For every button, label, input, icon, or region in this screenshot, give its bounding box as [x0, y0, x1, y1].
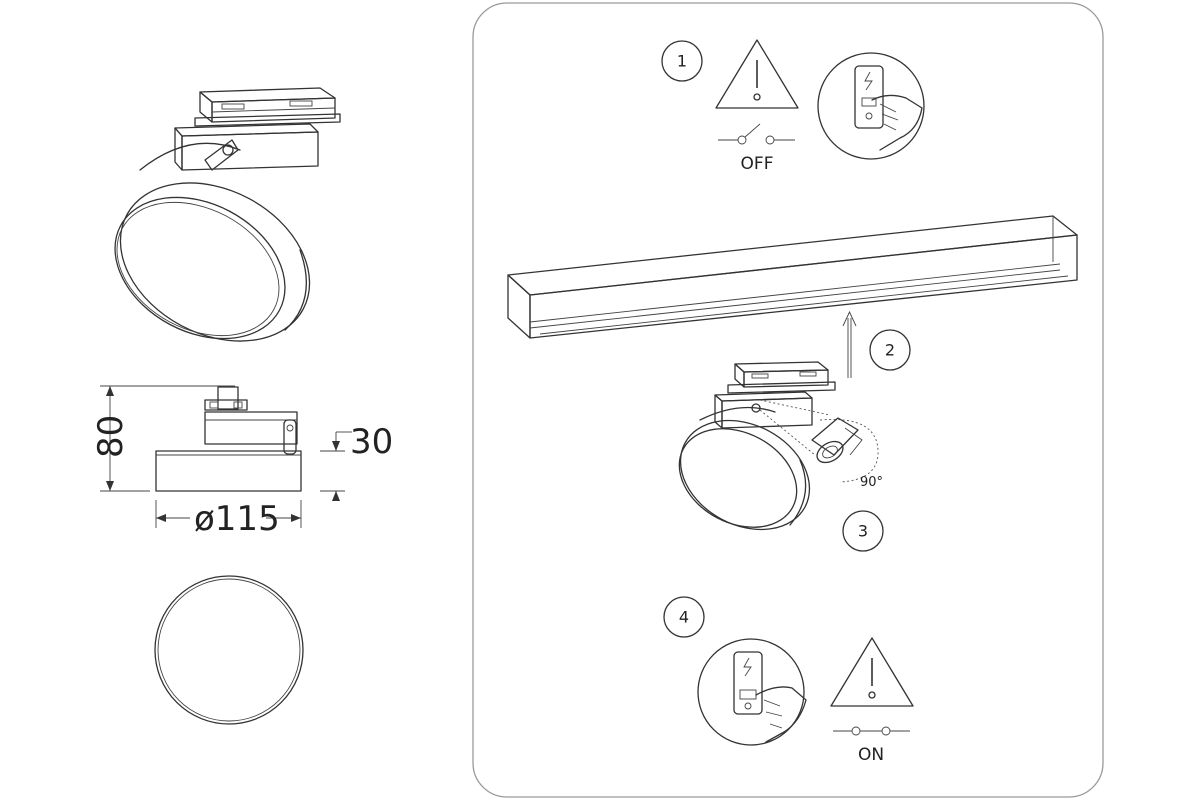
step-3-number: 3 [858, 522, 868, 541]
switch-on-icon [833, 726, 910, 736]
step-3-angle-label: 90° [860, 475, 883, 490]
step-2-number: 2 [885, 341, 895, 360]
arrow-up-icon [842, 310, 857, 378]
product-side-view: 80 30 ø115 [91, 385, 393, 539]
step-3-badge [842, 510, 884, 552]
step-2-badge [869, 329, 911, 371]
step-3-group: 90° 3 [678, 361, 884, 552]
height-dimension-label: 80 [91, 415, 131, 458]
step-2-group: 2 [842, 310, 911, 378]
step-1-badge [661, 40, 703, 82]
product-front-view [154, 575, 304, 725]
rotate-lock-detail [811, 417, 863, 464]
switch-off-icon [718, 123, 795, 145]
step-4-switch-label: ON [858, 745, 884, 765]
lightning-icon [864, 71, 873, 91]
lightning-icon [743, 657, 752, 677]
step-1-switch-label: OFF [741, 154, 774, 174]
step-1-number: 1 [677, 52, 687, 71]
track-rail [507, 215, 1078, 339]
step-4-number: 4 [679, 608, 689, 627]
warning-icon [830, 637, 914, 707]
instruction-panel [472, 2, 1104, 798]
product-isometric-view [114, 87, 341, 342]
body-height-dimension-label: 30 [350, 422, 393, 462]
diameter-dimension-label: ø115 [194, 499, 280, 539]
hand-press-icon [817, 52, 925, 160]
step-4-badge [663, 596, 705, 638]
hand-press-icon [697, 638, 807, 746]
step-4-group: 4 ON [663, 596, 914, 765]
warning-icon [715, 39, 799, 109]
step-1-group: 1 OFF [661, 39, 925, 174]
